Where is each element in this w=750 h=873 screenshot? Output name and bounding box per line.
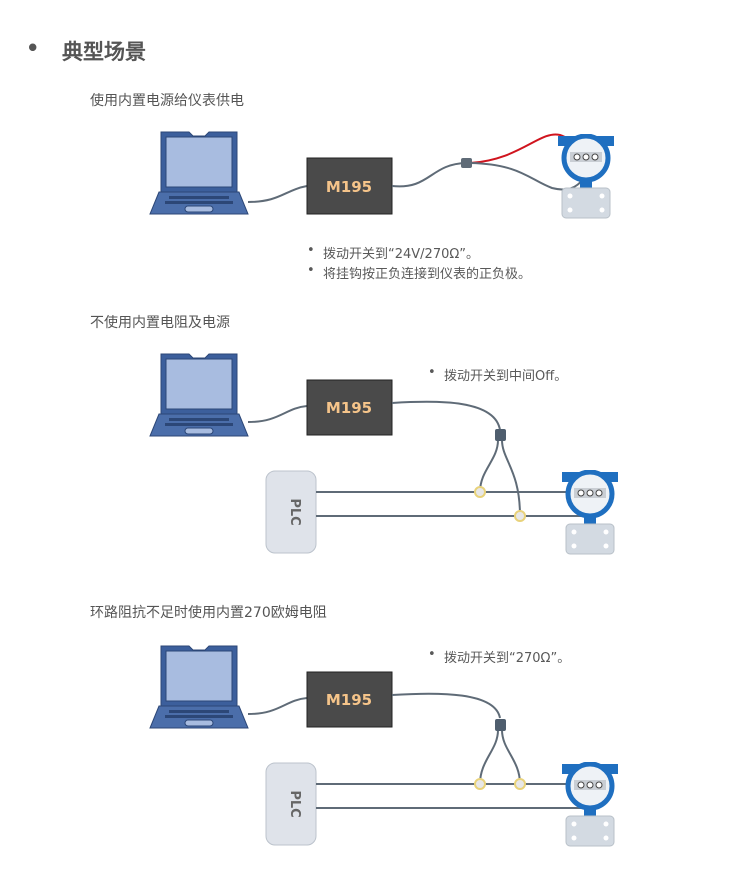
note-bullet: •	[307, 263, 315, 278]
junction-dot	[514, 778, 526, 790]
junction-dot	[514, 510, 526, 522]
plc-label: PLC	[287, 498, 302, 525]
section-2-subtitle: 不使用内置电阻及电源	[90, 315, 230, 331]
page-title: 典型场景	[62, 40, 146, 64]
diagram-3: M195 PLC	[150, 646, 618, 846]
section-1-note-1: 拨动开关到“24V/270Ω”。	[323, 247, 480, 262]
heading-bullet: •	[26, 36, 40, 60]
splitter-icon	[495, 429, 506, 441]
transmitter-icon	[558, 136, 614, 218]
lead-negative	[501, 729, 521, 785]
test-lead	[391, 162, 467, 188]
note-bullet: •	[428, 647, 436, 662]
plc-label: PLC	[287, 790, 302, 817]
plc-box	[265, 762, 317, 846]
test-lead	[391, 692, 501, 719]
lead-positive	[479, 729, 499, 785]
laptop-icon	[150, 354, 248, 436]
transmitter-icon	[562, 764, 618, 846]
junction-dot	[474, 778, 486, 790]
device-label: M195	[326, 178, 372, 196]
usb-cable	[247, 185, 308, 203]
note-bullet: •	[428, 365, 436, 380]
section-3-note-1: 拨动开关到“270Ω”。	[444, 651, 571, 666]
section-1-subtitle: 使用内置电源给仪表供电	[90, 93, 244, 109]
m195-device	[306, 379, 393, 436]
m195-device	[306, 157, 393, 215]
transmitter-icon	[562, 472, 618, 554]
test-lead	[391, 400, 501, 431]
section-1-note-2: 将挂钩按正负连接到仪表的正负极。	[323, 267, 532, 282]
lead-positive	[479, 439, 499, 493]
note-bullet: •	[307, 243, 315, 258]
device-label: M195	[326, 691, 372, 709]
laptop-icon	[150, 132, 248, 214]
diagram-2: M195 PLC	[150, 354, 618, 554]
diagram-1: M195	[150, 132, 614, 218]
section-2-note-1: 拨动开关到中间Off。	[444, 369, 568, 384]
plc-box	[265, 470, 317, 554]
device-label: M195	[326, 399, 372, 417]
m195-device	[306, 671, 393, 728]
usb-cable	[247, 697, 308, 715]
splitter-icon	[495, 719, 506, 731]
junction-dot	[474, 486, 486, 498]
section-3-subtitle: 环路阻抗不足时使用内置270欧姆电阻	[90, 605, 327, 621]
splitter-icon	[461, 158, 472, 168]
usb-cable	[247, 405, 308, 423]
laptop-icon	[150, 646, 248, 728]
lead-negative	[501, 439, 521, 517]
